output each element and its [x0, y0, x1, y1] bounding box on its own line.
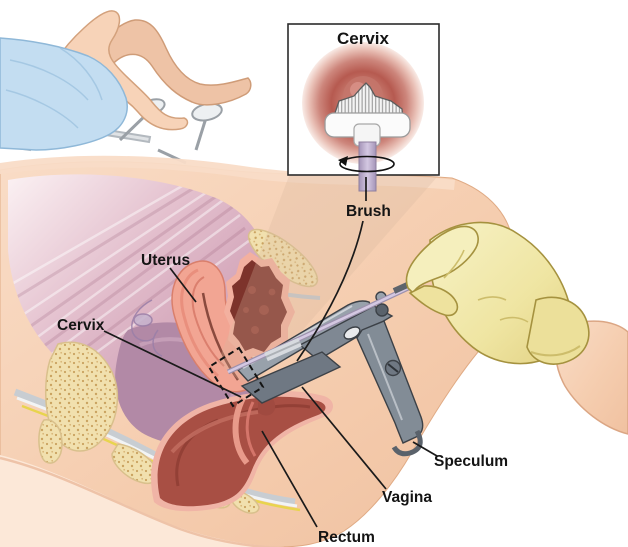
- skin-edge-line: [0, 456, 285, 547]
- patient-far-leg: [83, 19, 252, 106]
- clinician-arm: [405, 221, 628, 435]
- leader-lines: [103, 177, 438, 528]
- rotation-arrow: [338, 155, 395, 173]
- glove-hand: [405, 221, 590, 365]
- brush-leader: [296, 220, 364, 362]
- magnifier-cone: [218, 176, 438, 390]
- label-rectum: Rectum: [318, 529, 375, 546]
- patient-on-exam-table: [0, 10, 252, 165]
- cervix-dashed-box: [207, 346, 265, 408]
- uterus-shape: [171, 252, 295, 393]
- label-speculum: Speculum: [434, 453, 508, 470]
- brush-inset: [324, 82, 411, 192]
- label-uterus: Uterus: [141, 252, 190, 269]
- skin-top-highlight: [0, 155, 455, 190]
- drape-folds: [5, 47, 103, 129]
- inset-box: Cervix: [287, 23, 440, 192]
- rectum-leader: [261, 430, 318, 528]
- labels: Brush Uterus Cervix Speculum Vagina Rect…: [57, 203, 508, 546]
- cervix-leader: [103, 330, 242, 398]
- label-brush: Brush: [346, 203, 391, 220]
- inset-title: Cervix: [337, 29, 390, 48]
- ovary-tube-sketch: [131, 299, 163, 357]
- cavity-texture: [243, 286, 276, 334]
- speculum-leader: [412, 441, 438, 457]
- perineum-skin-band: [0, 455, 284, 547]
- vagina-leader: [301, 386, 387, 490]
- label-vagina: Vagina: [382, 489, 432, 506]
- uterus-leader: [169, 267, 197, 303]
- label-cervix: Cervix: [57, 317, 105, 334]
